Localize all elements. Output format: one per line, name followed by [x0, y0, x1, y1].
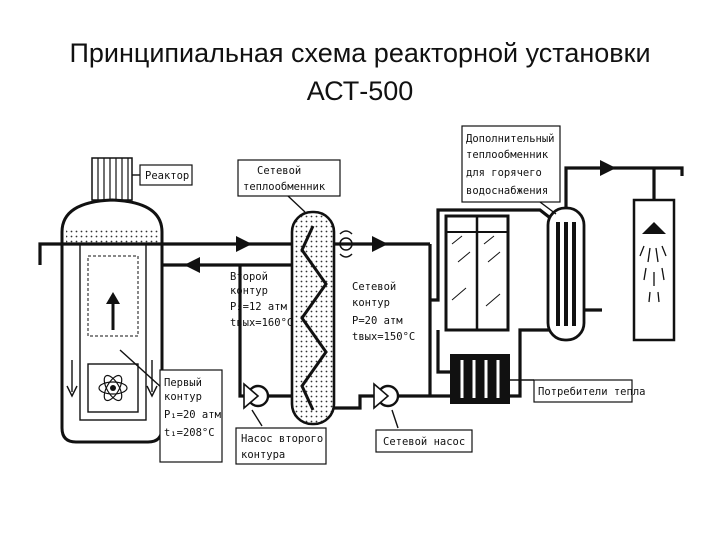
flow-up-arrow-head [106, 292, 120, 304]
second-loop-label: Второй контур P₂=12 атм tвых=160°С [230, 271, 293, 329]
shower-head-icon [642, 222, 666, 234]
flow-arrow-right [236, 236, 252, 252]
second-loop-return-pipe [238, 265, 292, 398]
extra-hx-label-line-1: Дополнительный [466, 133, 555, 145]
reactor [60, 157, 164, 444]
network-pump-label: Сетевой насос [383, 436, 465, 448]
reactor-label-box [139, 164, 193, 186]
flow-down-arrow-left [66, 360, 78, 398]
reactor-riser [87, 255, 139, 337]
second-loop-hot-pipe [38, 242, 292, 265]
svg-text:tвых=150°С: tвых=150°С [352, 331, 415, 343]
flow-arrow-left [184, 257, 200, 273]
network-return-to-hx [334, 394, 376, 410]
network-flow-arrow [372, 236, 388, 252]
extra-hx-label-line-2: теплообменник [466, 149, 549, 161]
second-loop-pump [243, 382, 270, 410]
pump-second-label-line-1: Насос второго [241, 433, 323, 445]
hot-water-flow-arrow [600, 160, 616, 176]
network-pump [373, 382, 400, 410]
svg-text:Сетевой: Сетевой [352, 281, 396, 293]
shower [632, 198, 676, 342]
network-loop-label: Сетевой контур P=20 атм tвых=150°С [352, 281, 415, 343]
hot-water-supply-pipe [430, 208, 559, 302]
first-loop-label-box [159, 369, 223, 463]
radiator-supply-pipe [436, 330, 450, 374]
consumers-label: Потребители тепла [538, 386, 645, 398]
hot-water-pipe [564, 166, 684, 208]
extra-hx-label-line-3: для горячего [466, 167, 542, 179]
window [444, 214, 510, 332]
network-hx-label-line-1: Сетевой [257, 165, 301, 177]
flow-down-arrow-right [146, 360, 158, 398]
reactor-steam-space [66, 228, 158, 244]
network-pump-label-box [375, 429, 473, 453]
extra-hx-label-line-4: водоснабжения [466, 185, 548, 197]
first-loop-label-line-2: контур [164, 391, 202, 403]
exchanger-coil [300, 225, 328, 411]
consumers-label-box [533, 379, 633, 403]
pump-second-label-box [235, 427, 327, 465]
atom-icon [98, 374, 128, 402]
network-hx-label-line-2: теплообменник [243, 181, 326, 193]
first-loop-label-line-1: Первый [164, 377, 202, 389]
slide-title: Принципиальная схема реакторной установк… [0, 34, 720, 110]
reactor-label: Реактор [145, 170, 189, 182]
pump-second-label-line-2: контура [241, 449, 285, 461]
network-hx-label-box [237, 159, 341, 197]
title-line-1: Принципиальная схема реакторной установк… [69, 38, 651, 68]
radiator [450, 354, 510, 404]
svg-text:P₂=12 атм: P₂=12 атм [230, 301, 288, 313]
network-heat-exchanger [290, 210, 336, 426]
first-loop-label-line-4: t₁=208°С [164, 427, 215, 439]
svg-text:контур: контур [352, 297, 390, 309]
svg-text:контур: контур [230, 285, 268, 297]
reactor-core [87, 363, 139, 413]
svg-text:P=20 атм: P=20 атм [352, 315, 403, 327]
extra-heat-exchanger [546, 206, 586, 342]
extra-hx-label-box [461, 125, 561, 203]
svg-text:Второй: Второй [230, 271, 268, 283]
network-valve [339, 230, 353, 258]
svg-text:tвых=160°С: tвых=160°С [230, 317, 293, 329]
first-loop-label-line-3: P₁=20 атм [164, 409, 222, 421]
first-loop-leader [119, 349, 163, 389]
title-line-2: АСТ-500 [306, 76, 414, 106]
